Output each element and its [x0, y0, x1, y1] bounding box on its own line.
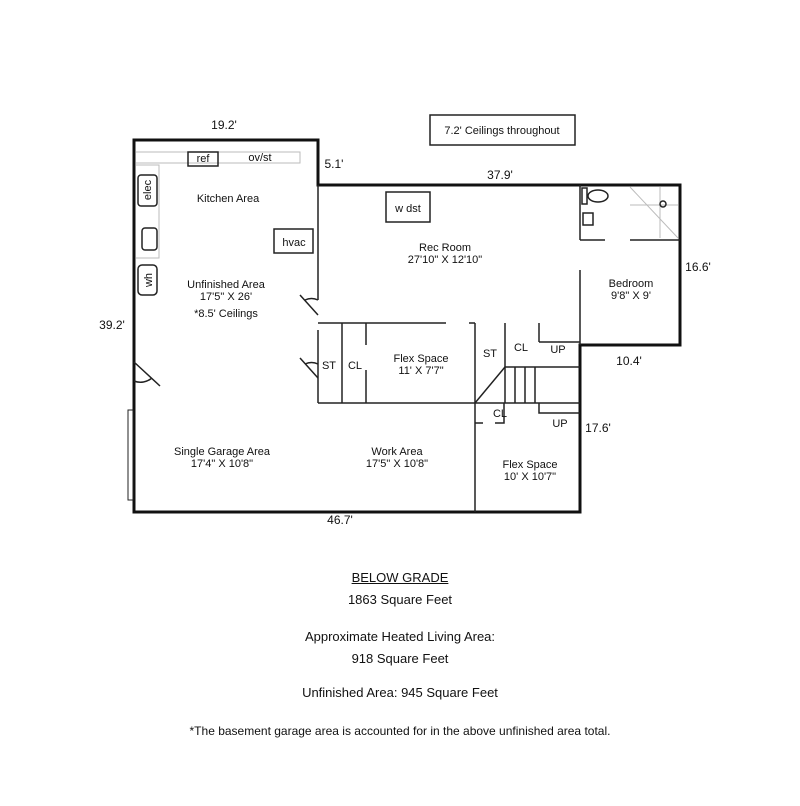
- electrical-panel-box: [137, 174, 158, 207]
- summary-heading: BELOW GRADE: [351, 570, 449, 585]
- rec-room-label: Rec Room: [419, 242, 471, 254]
- summary-total: 1863 Square Feet: [347, 592, 453, 607]
- storage-label-1: ST: [322, 360, 336, 372]
- unfinished-note: *8.5' Ceilings: [194, 308, 258, 320]
- dim-top-left: 19.2': [211, 118, 237, 132]
- stairs-up-label-2: UP: [552, 418, 567, 430]
- work-area-size: 17'5" X 10'8": [366, 458, 428, 470]
- closet-label-3: CL: [493, 408, 507, 420]
- closet-label-1: CL: [348, 360, 362, 372]
- washer-dryer-box: [385, 191, 431, 223]
- dim-step: 5.1': [325, 157, 344, 171]
- rec-room-size: 27'10" X 12'10": [408, 254, 482, 266]
- dim-bedroom-right: 16.6': [685, 260, 711, 274]
- hvac-box: [273, 228, 314, 254]
- garage-size: 17'4" X 10'8": [191, 458, 253, 470]
- ref-label: ref: [197, 153, 211, 165]
- summary-heated-value: 918 Square Feet: [351, 651, 449, 666]
- garage-door: [127, 409, 134, 501]
- dim-left: 39.2': [99, 318, 125, 332]
- unfinished-size: 17'5" X 26': [200, 291, 252, 303]
- closet-label-2: CL: [514, 342, 528, 354]
- dim-bottom: 46.7': [327, 513, 353, 527]
- ceiling-note-box: [429, 114, 576, 146]
- unfinished-label: Unfinished Area: [187, 279, 266, 291]
- wh-label: wh: [143, 273, 155, 288]
- bathroom-fixtures: [581, 186, 679, 239]
- interior-walls: [317, 185, 680, 512]
- ceiling-note: 7.2' Ceilings throughout: [444, 125, 559, 137]
- refrigerator-box: [187, 151, 219, 167]
- exterior-walls: [132, 138, 682, 514]
- oven-stove-label: ov/st: [248, 152, 271, 164]
- storage-label-2: ST: [483, 348, 497, 360]
- sink-icon: [582, 212, 594, 226]
- summary-unfinished: Unfinished Area: 945 Square Feet: [302, 685, 498, 700]
- flex-space-2-size: 10' X 10'7": [504, 471, 556, 483]
- toilet-tank-icon: [581, 187, 588, 205]
- w-dst-label: w dst: [394, 203, 421, 215]
- water-heater-box: [137, 264, 158, 296]
- doors: [133, 294, 319, 387]
- hvac-label: hvac: [282, 237, 306, 249]
- stairs-up-label-1: UP: [550, 344, 565, 356]
- dim-bedroom-bottom: 10.4': [616, 354, 642, 368]
- summary-footnote: *The basement garage area is accounted f…: [189, 724, 611, 738]
- shower-drain-icon: [659, 200, 667, 208]
- dim-lower-right: 17.6': [585, 421, 611, 435]
- kitchen-label: Kitchen Area: [197, 193, 260, 205]
- work-area-label: Work Area: [371, 446, 423, 458]
- kitchen-counters: [136, 151, 301, 259]
- bedroom-label: Bedroom: [609, 278, 654, 290]
- garage-label: Single Garage Area: [174, 446, 271, 458]
- elec-label: elec: [142, 179, 154, 200]
- summary-heated-label: Approximate Heated Living Area:: [304, 629, 496, 644]
- bedroom-size: 9'8" X 9': [611, 290, 651, 302]
- flex-space-1-size: 11' X 7'7": [398, 365, 443, 377]
- dim-top-right: 37.9': [487, 168, 513, 182]
- flex-space-2-label: Flex Space: [502, 459, 557, 471]
- flex-space-1-label: Flex Space: [393, 353, 448, 365]
- toilet-icon: [587, 189, 609, 203]
- utility-sink-icon: [141, 227, 158, 251]
